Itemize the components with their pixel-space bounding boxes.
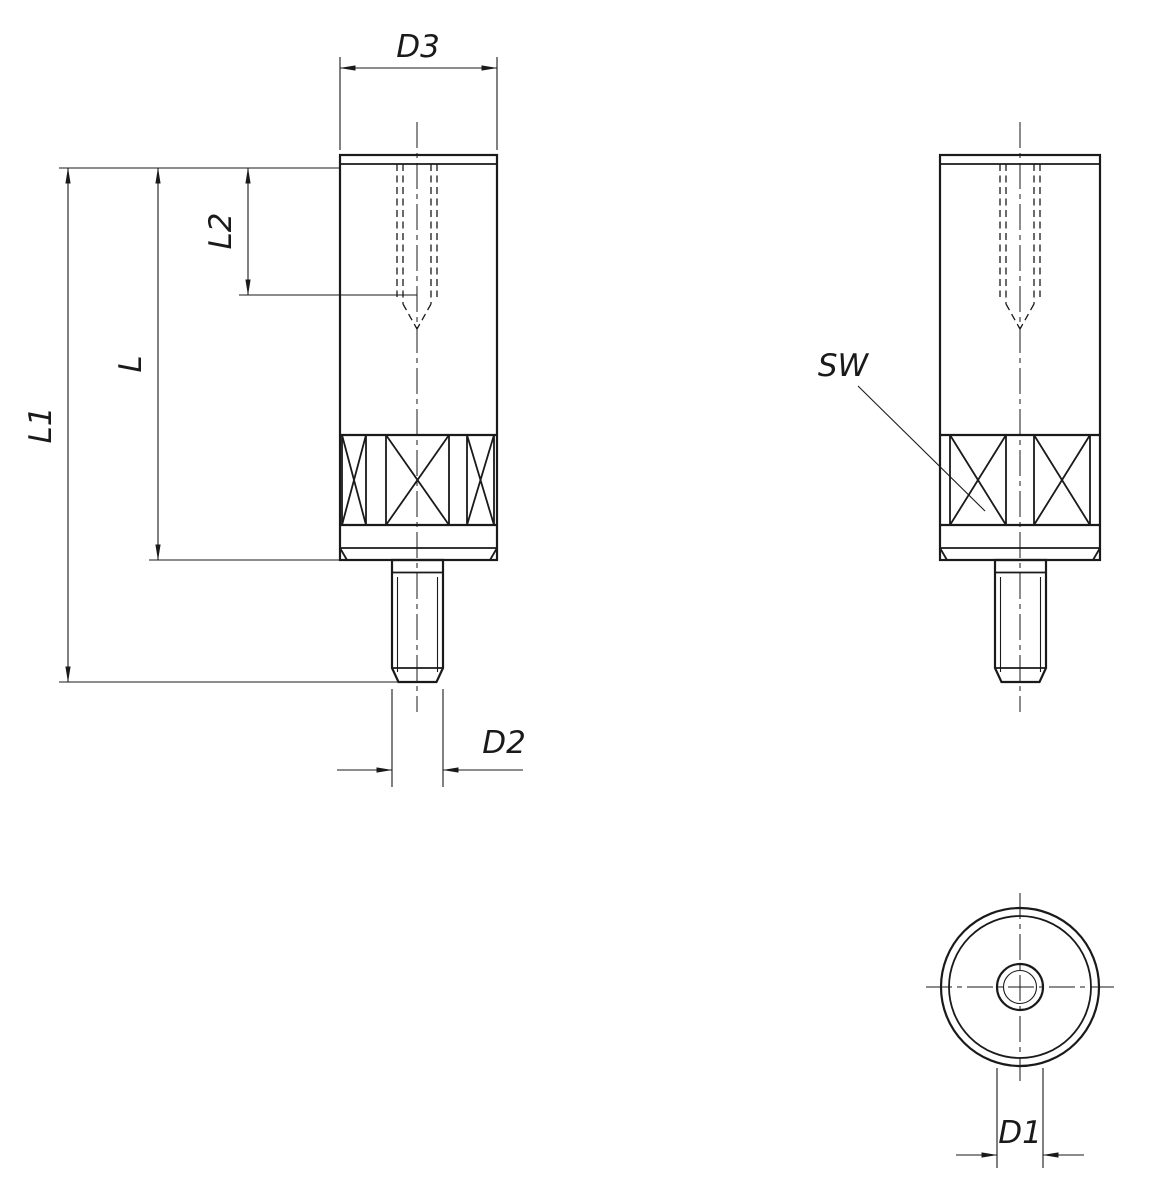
dimension-d1: D1 <box>956 1068 1084 1168</box>
dimensions: D3 L1 L L2 D2 SW <box>23 29 1084 1168</box>
front-knurl-boxes <box>341 434 495 526</box>
side-stud-thread-minor-lines <box>999 577 1042 672</box>
front-internal-thread-hidden-lines <box>396 164 438 330</box>
dimension-l1: L1 <box>23 167 410 683</box>
front-body <box>338 153 499 562</box>
side-internal-thread-hidden-lines <box>999 164 1041 330</box>
l-label: L <box>113 355 149 372</box>
d3-label: D3 <box>396 29 440 65</box>
dimension-l: L <box>113 167 340 561</box>
callout-sw: SW <box>818 348 986 512</box>
dimension-l2: L2 <box>203 167 417 296</box>
side-view <box>938 122 1102 712</box>
sw-label: SW <box>818 348 870 384</box>
d1-extension-lines <box>996 1068 1044 1168</box>
bottom-stud-minor-circle <box>1002 969 1038 1005</box>
side-hex-boxes <box>949 434 1091 526</box>
front-chamfer-lines <box>339 163 498 561</box>
d2-label: D2 <box>482 725 526 761</box>
d1-label: D1 <box>998 1115 1042 1151</box>
d3-extension-lines <box>339 57 498 150</box>
front-stud-thread-minor-lines <box>396 577 439 672</box>
bottom-view <box>926 893 1114 1081</box>
l2-label: L2 <box>203 213 239 250</box>
sw-leader-line <box>857 385 986 512</box>
l1-label: L1 <box>23 407 59 444</box>
dimension-d2: D2 <box>337 689 526 787</box>
front-view <box>338 122 499 712</box>
dimension-d3: D3 <box>339 29 498 150</box>
l1-extension-lines <box>59 167 410 683</box>
